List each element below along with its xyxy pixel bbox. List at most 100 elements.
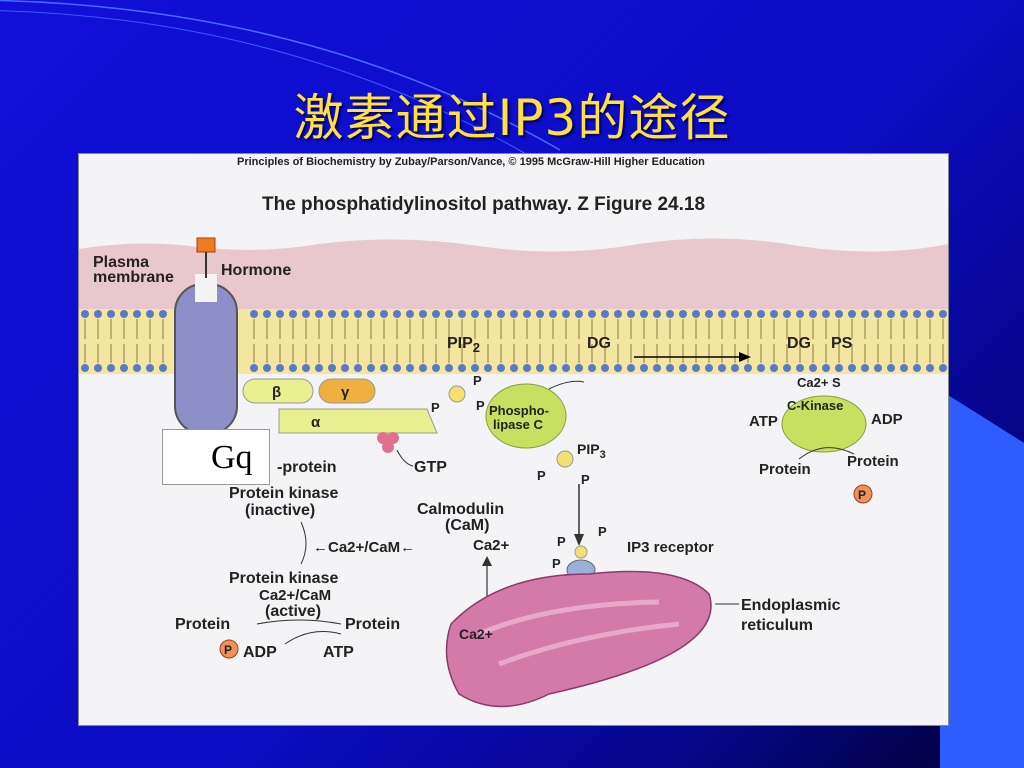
lipid-head	[445, 364, 453, 372]
lipid-head	[458, 310, 466, 318]
lipid-head	[653, 364, 661, 372]
lipid-head	[393, 310, 401, 318]
label-pip2: PIP2	[447, 335, 480, 355]
label-ca-s: Ca2+ S	[797, 375, 841, 390]
lipid-head	[497, 310, 505, 318]
lipid-head	[497, 364, 505, 372]
lipid-head	[770, 364, 778, 372]
lipid-head	[848, 310, 856, 318]
lipid-head	[861, 310, 869, 318]
lipid-head	[822, 364, 830, 372]
lipid-head	[705, 310, 713, 318]
lipid-head	[627, 310, 635, 318]
label-p-3: P	[476, 398, 485, 413]
g-protein-beta	[242, 378, 314, 404]
label-protein-left: Protein	[175, 616, 230, 633]
figure-caption: The phosphatidylinositol pathway. Z Figu…	[262, 194, 705, 215]
lipid-head	[120, 310, 128, 318]
label-phospholipase-1: Phospho-	[489, 403, 549, 418]
label-er-2: reticulum	[741, 617, 813, 634]
svg-text:P: P	[598, 524, 607, 539]
label-gtp: GTP	[414, 459, 447, 476]
figure-credit: Principles of Biochemistry by Zubay/Pars…	[237, 156, 705, 168]
label-ps: PS	[831, 335, 853, 352]
c-kinase	[781, 395, 867, 453]
lipid-head	[341, 364, 349, 372]
label-er-1: Endoplasmic	[741, 597, 841, 614]
lipid-head	[692, 364, 700, 372]
lipid-head	[874, 364, 882, 372]
lipid-head	[315, 364, 323, 372]
lipid-head	[146, 364, 154, 372]
pathway-diagram: Principles of Biochemistry by Zubay/Pars…	[79, 156, 948, 708]
label-calmodulin-1: Calmodulin	[417, 501, 504, 518]
lipid-head	[406, 310, 414, 318]
inositol-head	[448, 385, 466, 403]
label-ip3: PIP3	[577, 441, 606, 461]
label-ip3-receptor: IP3 receptor	[627, 539, 714, 556]
label-protein-right: Protein	[759, 461, 811, 478]
lipid-head	[341, 310, 349, 318]
label-atp-left: ATP	[323, 644, 354, 661]
lipid-head	[536, 310, 544, 318]
lipid-head	[549, 364, 557, 372]
label-p-5: P	[581, 472, 590, 487]
lipid-head	[107, 364, 115, 372]
lipid-head	[159, 364, 167, 372]
svg-text:P: P	[552, 556, 561, 571]
label-membrane: membrane	[93, 269, 174, 286]
label-gamma: γ	[341, 384, 350, 401]
lipid-head	[367, 310, 375, 318]
lipid-head	[796, 364, 804, 372]
lipid-head	[926, 310, 934, 318]
lipid-head	[302, 310, 310, 318]
lipid-head	[744, 364, 752, 372]
label-dg-right: DG	[787, 335, 811, 352]
label-ca2-er: Ca2+	[459, 626, 493, 642]
lipid-head	[510, 310, 518, 318]
lipid-head	[328, 310, 336, 318]
lipid-head	[432, 310, 440, 318]
svg-text:P: P	[858, 488, 866, 502]
lipid-head	[133, 364, 141, 372]
label-pk-inactive-1: Protein kinase	[229, 485, 338, 502]
phosphate-right	[853, 484, 873, 504]
lipid-head	[705, 364, 713, 372]
lipid-head	[835, 364, 843, 372]
label-atp-right: ATP	[749, 413, 778, 430]
lipid-head	[861, 364, 869, 372]
lipid-head	[848, 364, 856, 372]
lipid-head	[588, 310, 596, 318]
lipid-head	[523, 310, 531, 318]
lipid-head	[666, 364, 674, 372]
label-dg: DG	[587, 335, 611, 352]
lipid-head	[146, 310, 154, 318]
lipid-head	[640, 310, 648, 318]
lipid-head	[731, 364, 739, 372]
lipid-head	[601, 364, 609, 372]
lipid-head	[302, 364, 310, 372]
lipid-head	[367, 364, 375, 372]
lipid-head	[549, 310, 557, 318]
lipid-head	[263, 310, 271, 318]
decorative-blue-panel	[940, 390, 1024, 768]
lipid-head	[796, 310, 804, 318]
svg-text:P: P	[224, 643, 232, 657]
lipid-head	[614, 310, 622, 318]
lipid-head	[575, 310, 583, 318]
lipid-head	[536, 364, 544, 372]
lipid-head	[419, 310, 427, 318]
lipid-head	[380, 364, 388, 372]
lipid-heads-top	[81, 310, 947, 339]
lipid-head	[107, 310, 115, 318]
label-p-1: P	[473, 373, 482, 388]
lipid-head	[81, 364, 89, 372]
lipid-head	[692, 310, 700, 318]
hormone-receptor	[174, 283, 238, 435]
lipid-head	[445, 310, 453, 318]
lipid-head	[601, 310, 609, 318]
lipid-head	[913, 310, 921, 318]
lipid-head	[263, 364, 271, 372]
lipid-head	[419, 364, 427, 372]
label-adp-right: ADP	[871, 411, 903, 428]
